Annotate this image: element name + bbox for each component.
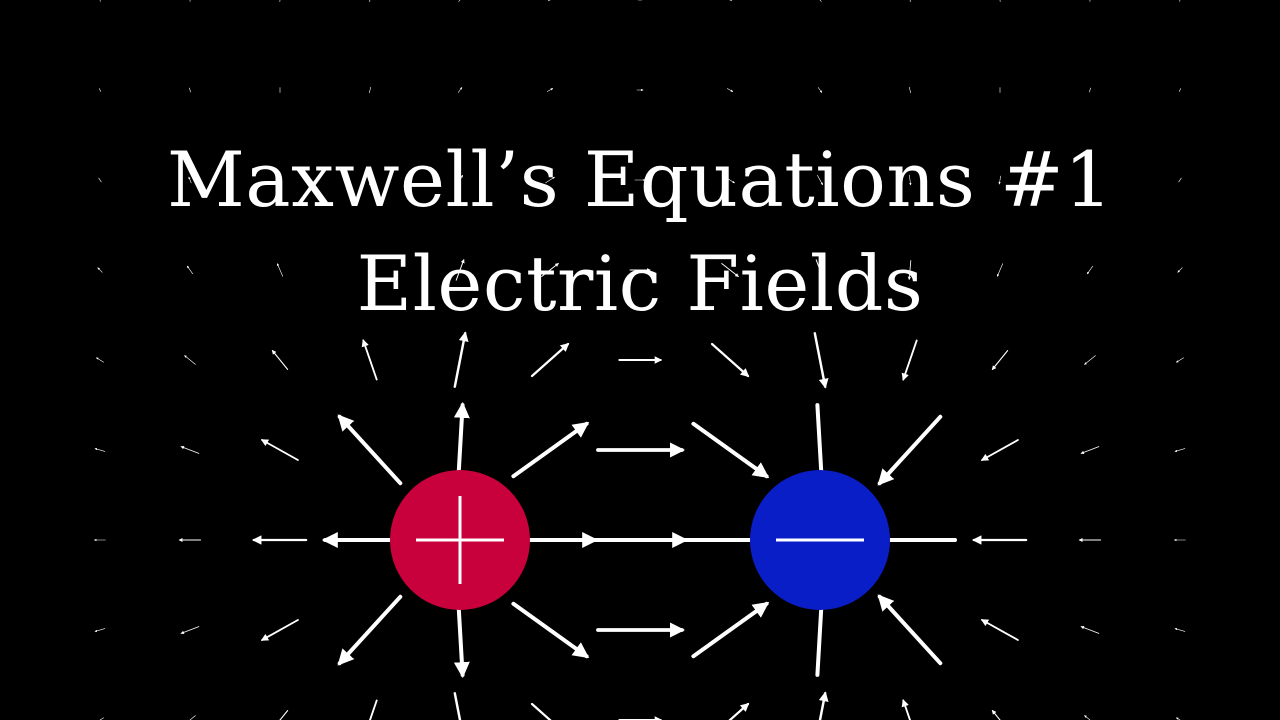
field-arrow	[877, 594, 943, 666]
title-line-1: Maxwell’s Equations #1	[166, 135, 1114, 224]
field-arrow	[817, 175, 823, 186]
field-arrow	[1179, 88, 1181, 92]
video-title: Maxwell’s Equations #1 Electric Fields	[0, 128, 1280, 336]
field-arrow	[180, 445, 200, 454]
field-arrow	[710, 342, 750, 378]
field-arrow	[367, 259, 372, 280]
field-arrow	[184, 355, 196, 365]
field-arrow	[877, 414, 943, 486]
field-arrow	[188, 176, 192, 184]
field-arrow	[279, 710, 289, 720]
field-arrow	[337, 414, 403, 486]
field-arrow	[1177, 267, 1183, 273]
field-arrow	[1178, 177, 1182, 183]
field-arrow	[1084, 715, 1091, 720]
field-arrow	[998, 175, 1002, 185]
field-arrow	[260, 439, 299, 461]
field-arrow	[337, 594, 403, 666]
field-arrow	[97, 267, 103, 273]
field-arrow	[276, 263, 284, 277]
field-arrow	[813, 332, 829, 389]
field-arrow	[819, 0, 822, 2]
plus-sign-icon	[416, 496, 504, 584]
field-arrow	[1175, 717, 1181, 720]
field-arrow	[818, 691, 829, 720]
field-arrow	[728, 702, 750, 720]
field-arrow	[1088, 176, 1092, 184]
field-arrow	[99, 88, 101, 92]
field-arrow	[260, 619, 299, 641]
field-arrow	[95, 357, 104, 363]
field-arrow	[1080, 446, 1100, 455]
field-arrow	[511, 601, 590, 659]
field-arrow	[980, 619, 1019, 641]
field-arrow	[547, 0, 551, 2]
field-arrow	[729, 0, 733, 2]
field-arrow	[368, 0, 371, 2]
field-arrow	[94, 628, 106, 633]
field-arrow	[455, 259, 465, 281]
field-arrow	[453, 692, 462, 720]
field-arrow	[453, 331, 469, 388]
field-arrow	[908, 86, 912, 94]
field-arrow	[691, 421, 770, 479]
field-arrow	[271, 349, 289, 370]
title-line-2: Electric Fields	[356, 239, 924, 328]
field-arrow	[99, 717, 104, 720]
field-arrow	[721, 263, 739, 277]
field-arrow	[909, 0, 912, 2]
field-arrow	[907, 260, 912, 281]
field-arrow	[546, 88, 554, 92]
field-arrow	[98, 177, 102, 183]
field-arrow	[368, 86, 372, 94]
field-arrow	[189, 715, 196, 720]
field-arrow	[187, 265, 193, 275]
charges-layer	[390, 470, 890, 610]
field-arrow	[457, 87, 463, 93]
field-arrow	[189, 87, 191, 93]
field-arrow	[1174, 448, 1186, 453]
field-arrow	[901, 339, 918, 381]
field-arrow	[815, 259, 825, 281]
field-arrow	[1174, 627, 1186, 632]
field-arrow	[726, 88, 734, 92]
field-arrow	[530, 342, 570, 378]
negative-charge	[750, 470, 890, 610]
field-arrow	[361, 339, 378, 381]
field-arrow	[545, 176, 555, 184]
field-arrow	[725, 176, 735, 184]
field-arrow	[1179, 0, 1181, 2]
field-arrow	[1084, 355, 1096, 365]
field-arrow	[909, 174, 912, 186]
field-arrow	[991, 709, 1001, 720]
field-arrow	[1089, 87, 1091, 93]
field-arrow	[1080, 625, 1100, 634]
field-arrow	[511, 421, 590, 479]
field-arrow	[691, 601, 770, 659]
field-arrow	[99, 0, 101, 2]
field-arrow	[901, 699, 911, 720]
field-arrow	[817, 87, 823, 93]
field-arrow	[458, 0, 461, 2]
field-arrow	[980, 439, 1019, 461]
field-arrow	[541, 263, 559, 277]
field-arrow	[530, 702, 552, 720]
field-arrow	[996, 263, 1004, 277]
field-arrow	[457, 174, 463, 185]
field-arrow	[1175, 357, 1184, 363]
field-arrow	[369, 174, 372, 186]
field-arrow	[94, 447, 106, 452]
field-arrow	[1087, 265, 1093, 275]
field-arrow	[991, 350, 1009, 371]
positive-charge	[390, 470, 530, 610]
field-arrows	[94, 0, 1186, 720]
field-arrow	[369, 699, 378, 720]
field-arrow	[180, 626, 200, 635]
field-arrow	[278, 175, 282, 185]
